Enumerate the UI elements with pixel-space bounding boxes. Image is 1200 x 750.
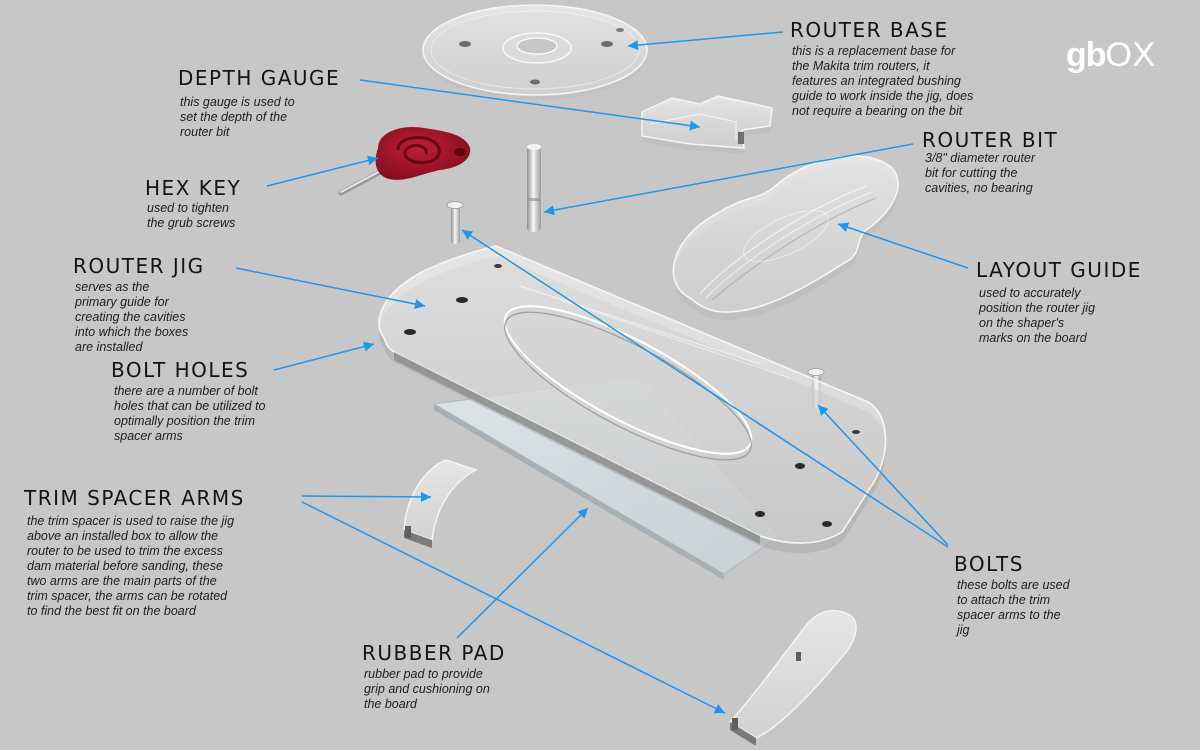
layout-guide-part [672, 155, 899, 321]
router-base-part [422, 4, 648, 100]
router-bit-description: 3/8" diameter router bit for cutting the… [925, 151, 1036, 195]
leader-arrowheads [363, 40, 850, 714]
trim-spacer-arms-description: the trim spacer is used to raise the jig… [27, 514, 235, 618]
leader-hex-key [266, 157, 379, 187]
bolt-holes-title: BOLT HOLES [111, 358, 250, 382]
leader-bolt-holes [273, 343, 375, 371]
hex-key-description: used to tighten the grub screws [147, 201, 236, 230]
router-jig-part [378, 245, 887, 554]
gbox-logo: gbOX [1066, 36, 1156, 75]
router-bit-part [527, 144, 541, 232]
router-base-description: this is a replacement base for the Makit… [792, 44, 974, 118]
leader-bolt-upper [461, 229, 949, 548]
logo-light-text: OX [1105, 36, 1156, 74]
rubber-pad-description: rubber pad to provide grip and cushionin… [364, 667, 490, 711]
depth-gauge-part [641, 95, 773, 154]
bolt-holes-description: there are a number of bolt holes that ca… [114, 384, 266, 443]
router-base-title: ROUTER BASE [790, 18, 949, 42]
router-bit-title: ROUTER BIT [922, 128, 1059, 152]
rubber-pad-title: RUBBER PAD [362, 641, 506, 665]
leader-depth-gauge [359, 79, 701, 128]
bolts-description: these bolts are used to attach the trim … [957, 578, 1070, 637]
logo-bold-text: gb [1066, 36, 1107, 74]
hex-key-part [338, 126, 471, 196]
leader-layout-guide [837, 223, 969, 269]
router-jig-title: ROUTER JIG [73, 254, 205, 278]
router-jig-description: serves as the primary guide for creating… [75, 280, 189, 354]
trim-spacer-arms-title: TRIM SPACER ARMS [24, 486, 245, 510]
leader-lines [235, 31, 969, 714]
leader-router-bit [543, 143, 914, 213]
trim-spacer-arm-right-part [728, 609, 857, 746]
bolts-title: BOLTS [954, 552, 1024, 576]
leader-trim-spacer-left [301, 495, 432, 498]
layout-guide-title: LAYOUT GUIDE [976, 258, 1142, 282]
leader-rubber-pad [456, 507, 589, 639]
depth-gauge-title: DEPTH GAUGE [178, 66, 341, 90]
leader-router-jig [235, 267, 426, 307]
leader-bolt-right [817, 404, 949, 546]
layout-guide-description: used to accurately position the router j… [979, 286, 1096, 345]
hex-key-title: HEX KEY [145, 176, 242, 200]
leader-trim-spacer-right [301, 501, 726, 714]
depth-gauge-description: this gauge is used to set the depth of t… [180, 95, 295, 139]
leader-router-base [627, 31, 784, 47]
trim-spacer-arm-left-part [403, 459, 478, 548]
bolt-upper-part [446, 201, 464, 244]
